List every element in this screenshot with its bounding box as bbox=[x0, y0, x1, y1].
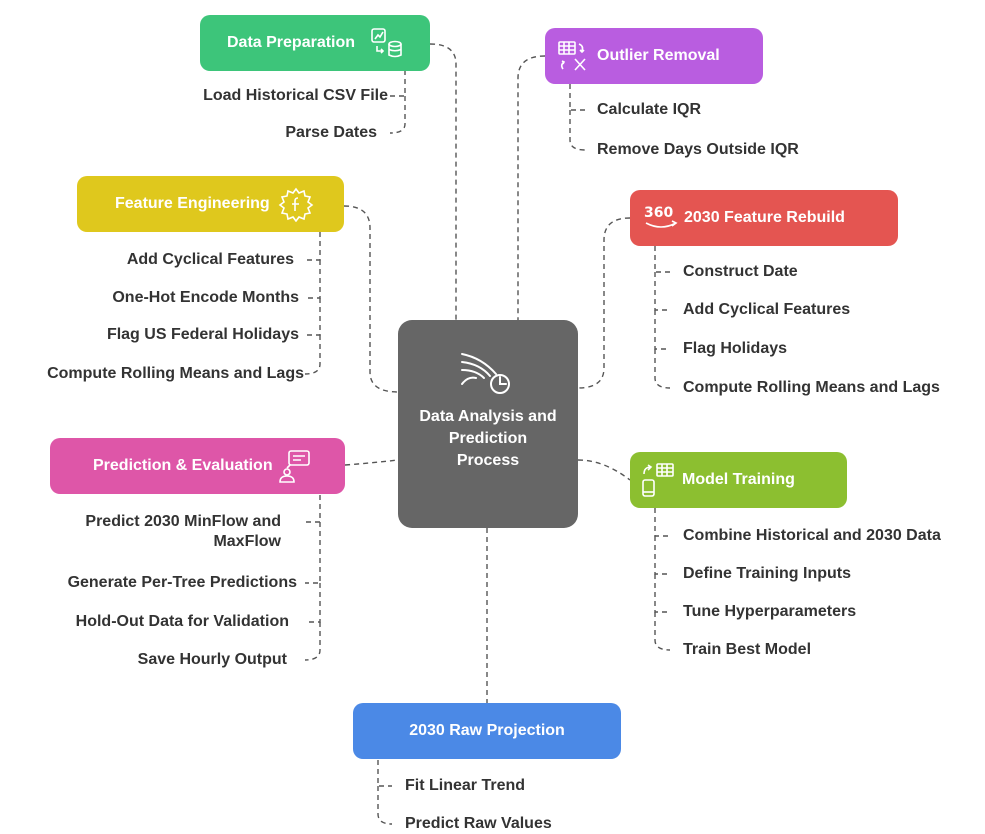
branch-title: 2030 Feature Rebuild bbox=[684, 209, 845, 226]
item-train-best-model: Train Best Model bbox=[683, 641, 812, 658]
item-flag-holidays: Flag Holidays bbox=[683, 340, 788, 357]
item-add-cyclical-features-2030: Add Cyclical Features bbox=[683, 301, 851, 318]
branch-prediction-evaluation: Prediction & Evaluation bbox=[50, 438, 345, 494]
branch-title: Model Training bbox=[682, 471, 795, 488]
item-compute-rolling-means-lags: Compute Rolling Means and Lags bbox=[47, 365, 304, 382]
chart-database-icon bbox=[371, 28, 402, 58]
item-predict-2030-minflow-maxflow: Predict 2030 MinFlow and MaxFlow bbox=[85, 513, 281, 550]
branch-model-training: Model Training bbox=[630, 452, 847, 508]
item-load-historical-csv: Load Historical CSV File bbox=[203, 87, 388, 104]
table-remove-icon bbox=[558, 41, 586, 71]
item-flag-us-federal-holidays: Flag US Federal Holidays bbox=[106, 326, 299, 343]
item-calculate-iqr: Calculate IQR bbox=[597, 101, 702, 118]
branch-title: Prediction & Evaluation bbox=[93, 457, 273, 474]
branch-data-preparation: Data Preparation bbox=[200, 15, 430, 71]
branch-title: Feature Engineering bbox=[115, 195, 270, 212]
item-save-hourly-output: Save Hourly Output bbox=[137, 651, 287, 668]
item-generate-per-tree-predictions: Generate Per-Tree Predictions bbox=[67, 574, 297, 591]
branch-2030-raw-projection: 2030 Raw Projection bbox=[353, 703, 621, 759]
branch-2030-feature-rebuild: 360 2030 Feature Rebuild bbox=[630, 190, 898, 246]
item-remove-days-outside-iqr: Remove Days Outside IQR bbox=[597, 141, 799, 158]
item-compute-rolling-means-lags-2030: Compute Rolling Means and Lags bbox=[683, 379, 940, 396]
item-combine-historical-2030-data: Combine Historical and 2030 Data bbox=[683, 527, 941, 544]
item-construct-date: Construct Date bbox=[683, 263, 798, 280]
svg-text:360: 360 bbox=[644, 205, 673, 221]
item-add-cyclical-features: Add Cyclical Features bbox=[126, 251, 294, 268]
branch-feature-engineering: Feature Engineering bbox=[77, 176, 344, 232]
item-parse-dates: Parse Dates bbox=[285, 124, 377, 141]
branch-title: Data Preparation bbox=[227, 34, 356, 51]
item-define-training-inputs: Define Training Inputs bbox=[683, 565, 852, 582]
central-process-node: Data Analysis and Prediction Process bbox=[398, 320, 578, 528]
wind-gauge-icon bbox=[461, 353, 510, 394]
presenter-icon bbox=[278, 450, 310, 483]
branch-title: 2030 Raw Projection bbox=[409, 722, 565, 739]
device-table-icon bbox=[642, 463, 674, 497]
central-process-title: Data Analysis and Prediction Process bbox=[419, 408, 557, 469]
item-fit-linear-trend: Fit Linear Trend bbox=[405, 777, 526, 794]
item-one-hot-encode-months: One-Hot Encode Months bbox=[112, 289, 299, 306]
gear-function-icon bbox=[278, 187, 314, 222]
item-predict-raw-values: Predict Raw Values bbox=[405, 815, 552, 832]
item-tune-hyperparameters: Tune Hyperparameters bbox=[683, 603, 857, 620]
item-hold-out-data-validation: Hold-Out Data for Validation bbox=[75, 613, 289, 630]
rotate-360-icon: 360 bbox=[644, 205, 678, 228]
branch-title: Outlier Removal bbox=[597, 47, 720, 64]
branch-outlier-removal: Outlier Removal bbox=[545, 28, 763, 84]
